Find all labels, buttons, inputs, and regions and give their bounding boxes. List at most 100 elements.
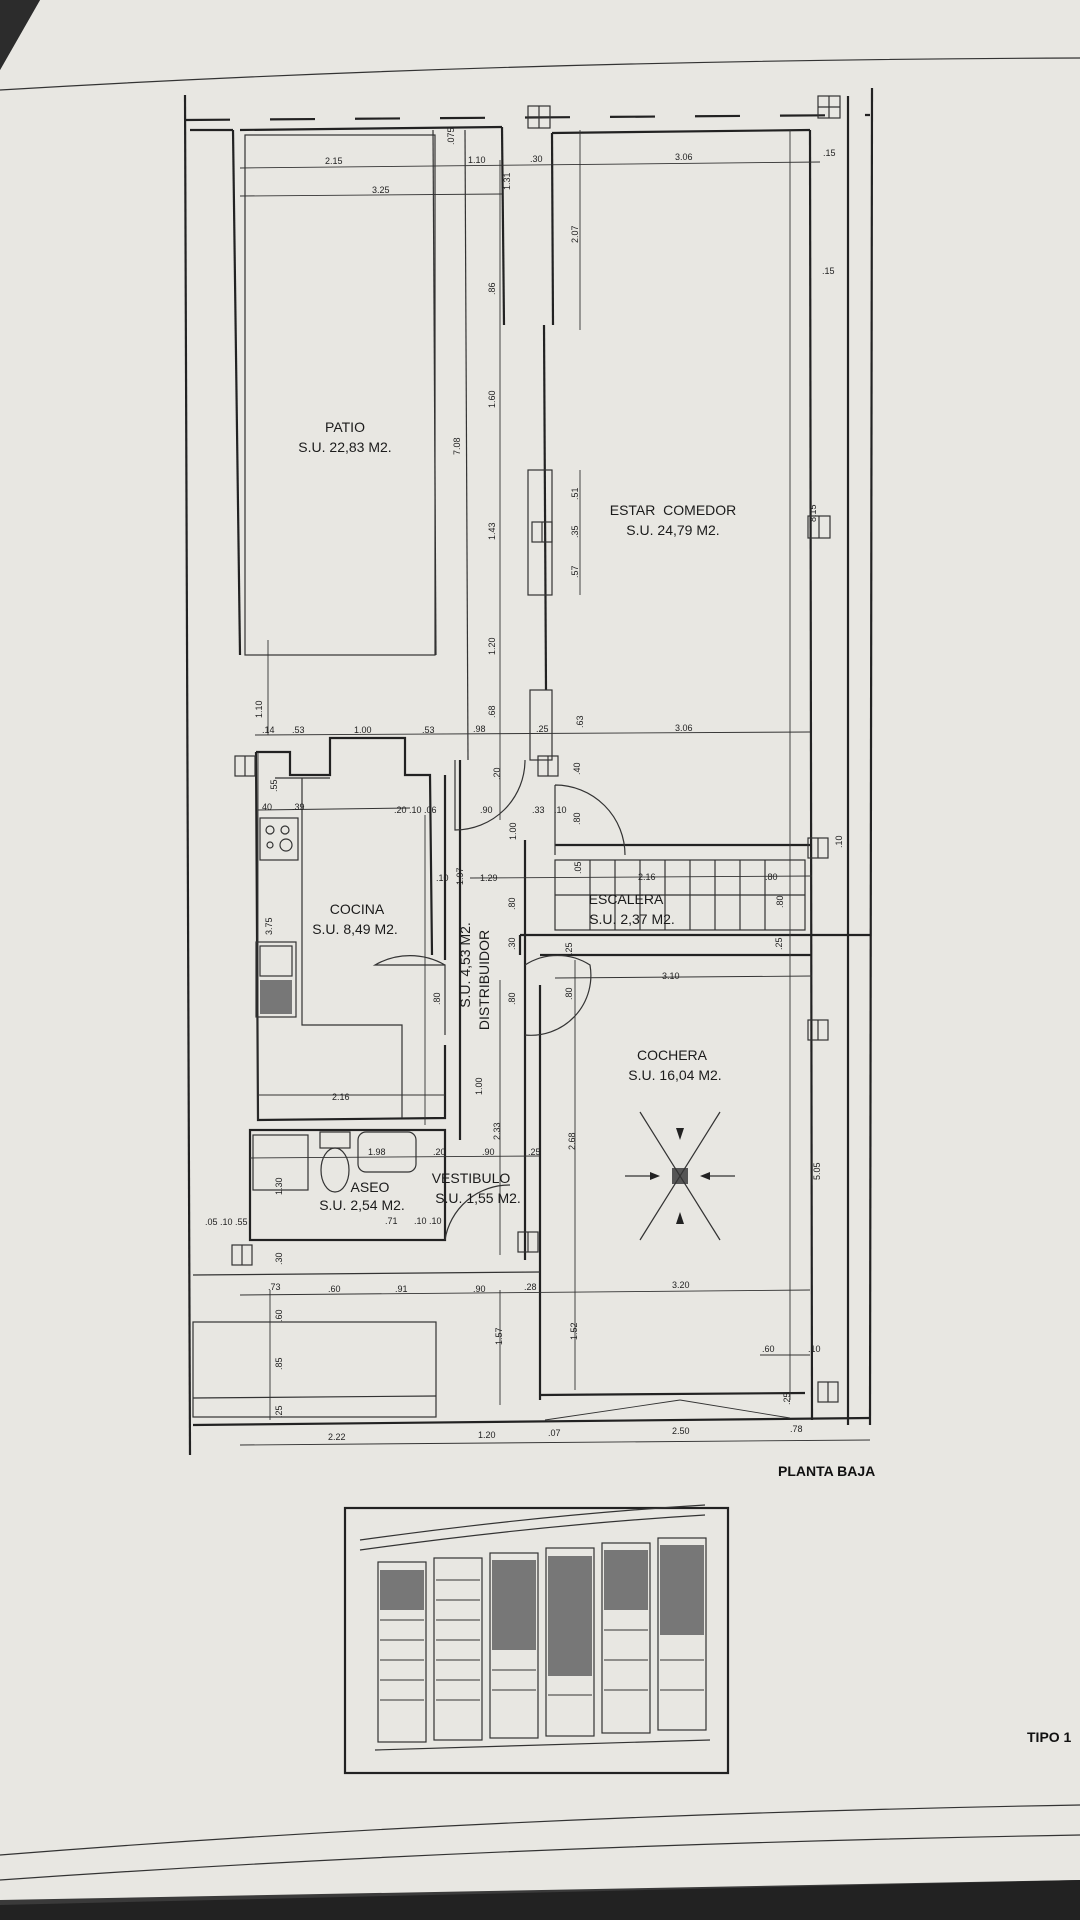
room-name: PATIO (325, 419, 365, 435)
room-aseo: ASEO S.U. 2,54 M2. (319, 1179, 405, 1213)
room-name: ESTAR COMEDOR (610, 502, 737, 518)
dimension-label: 1.00 (508, 822, 518, 840)
highlighted-unit (492, 1560, 536, 1650)
dimension-label: .60 (274, 1309, 284, 1322)
dimension-label: 3.06 (675, 723, 693, 733)
dimension-label: .07 (548, 1428, 561, 1438)
dimension-label: .28 (524, 1282, 537, 1292)
room-distribuidor: DISTRIBUIDOR S.U. 4,53 M2. (457, 922, 492, 1030)
dimension-label: .90 (482, 1147, 495, 1157)
dimension-label: .71 (385, 1216, 398, 1226)
dimension-label: 2.16 (332, 1092, 350, 1102)
room-area: S.U. 1,55 M2. (435, 1190, 521, 1206)
floor-drain-icon (625, 1111, 735, 1241)
room-area: S.U. 16,04 M2. (628, 1067, 721, 1083)
dimension-label: .98 (473, 724, 486, 734)
dimension-label: 5.05 (812, 1162, 822, 1180)
room-area: S.U. 2,37 M2. (589, 911, 675, 927)
paper-corner-shadow (0, 0, 40, 70)
room-name: ESCALERA (589, 891, 664, 907)
dimension-label: 1.30 (274, 1177, 284, 1195)
dimension-label: .075 (446, 127, 456, 145)
dimension-label: .25 (782, 1392, 792, 1405)
dimension-label: 3.10 (662, 971, 680, 981)
columns (231, 95, 841, 1403)
room-estar-comedor: ESTAR COMEDOR S.U. 24,79 M2. (610, 502, 737, 538)
sheet-border-bottom (0, 1804, 1080, 1856)
room-name: DISTRIBUIDOR (476, 930, 492, 1030)
dimension-label: 2.16 (638, 872, 656, 882)
plan-title: PLANTA BAJA (778, 1463, 875, 1479)
highlighted-unit (604, 1550, 648, 1610)
dimension-label: .80 (765, 872, 778, 882)
room-area: S.U. 4,53 M2. (457, 922, 473, 1008)
dimension-label: .33 (532, 805, 545, 815)
dimension-label: .25 (564, 942, 574, 955)
room-area: S.U. 22,83 M2. (298, 439, 391, 455)
dimension-label: .68 (487, 705, 497, 718)
dimension-label: .25 (274, 1405, 284, 1418)
dimension-label: 40 (262, 802, 272, 812)
dimension-label: .25 (536, 724, 549, 734)
dimension-lines (239, 130, 871, 1446)
dimension-label: .39 (292, 802, 305, 812)
room-escalera: ESCALERA S.U. 2,37 M2. (589, 891, 675, 927)
room-area: S.U. 24,79 M2. (626, 522, 719, 538)
dimension-label: 2.68 (567, 1132, 577, 1150)
dimension-label: .73 (268, 1282, 281, 1292)
dimension-labels: 2.15 1.10 .30 3.06 .15 3.25 .075 1.31 2.… (205, 127, 844, 1442)
dimension-label: 7.08 (452, 437, 462, 455)
toilet-icon (319, 1131, 351, 1193)
dimension-label: .05 .10 .55 (205, 1217, 248, 1227)
dimension-label: 1.29 (480, 873, 498, 883)
dimension-label: .80 (507, 897, 517, 910)
dimension-label: .10 (834, 835, 844, 848)
dimension-label: .80 (572, 812, 582, 825)
room-area: S.U. 8,49 M2. (312, 921, 398, 937)
dimension-label: 1.00 (474, 1077, 484, 1095)
stair-treads (555, 860, 805, 930)
dimension-label: .10 (554, 805, 567, 815)
dimension-label: .10 (808, 1344, 821, 1354)
dimension-label: 3.20 (672, 1280, 690, 1290)
dimension-label: 1.20 (487, 637, 497, 655)
dimension-label: 3.06 (675, 152, 693, 162)
kitchen-sink-icon (255, 941, 297, 1018)
dimension-label: .53 (422, 725, 435, 735)
dimension-label: .60 (328, 1284, 341, 1294)
kitchen-stove-icon (259, 817, 299, 861)
dimension-label: 3.75 (264, 917, 274, 935)
dimension-label: .85 (274, 1357, 284, 1370)
dimension-label: .15 (823, 148, 836, 158)
dimension-label: 1.20 (478, 1430, 496, 1440)
dimension-label: 2.15 (325, 156, 343, 166)
dimension-label: .20 (492, 767, 502, 780)
dimension-label: 1.10 (468, 155, 486, 165)
room-vestibulo: VESTIBULO S.U. 1,55 M2. (432, 1170, 521, 1206)
dimension-label: .91 (395, 1284, 408, 1294)
highlighted-unit (380, 1570, 424, 1610)
dimension-label: .14 (262, 725, 275, 735)
washbasin-icon (357, 1131, 417, 1173)
dimension-label: .78 (790, 1424, 803, 1434)
dimension-label: .90 (473, 1284, 486, 1294)
dimension-label: 3.25 (372, 185, 390, 195)
dimension-label: .15 (822, 266, 835, 276)
doors (372, 759, 626, 1241)
dimension-label: .35 (570, 525, 580, 538)
sheet-border-top (0, 57, 1080, 91)
room-name: COCINA (330, 901, 385, 917)
dimension-label: .20 (433, 1147, 446, 1157)
highlighted-unit (548, 1556, 592, 1676)
dimension-label: .30 (507, 937, 517, 950)
table-edge (0, 1880, 1080, 1920)
dimension-label: .80 (775, 895, 785, 908)
dimension-label: 1.10 (254, 700, 264, 718)
dimension-label: .20 .10 .06 (394, 805, 437, 815)
dimension-label: .53 (292, 725, 305, 735)
sheet-border-bottom-2 (0, 1834, 1080, 1881)
dimension-label: 1.98 (368, 1147, 386, 1157)
room-patio: PATIO S.U. 22,83 M2. (298, 419, 391, 455)
